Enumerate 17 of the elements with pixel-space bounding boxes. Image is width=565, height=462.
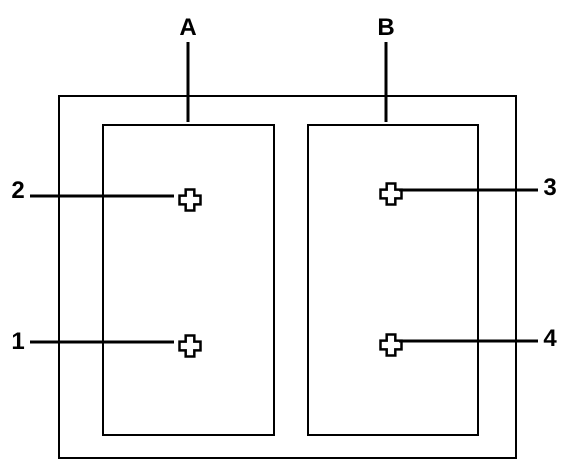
callout-label: 3 (538, 176, 562, 202)
callout-label: A (176, 16, 200, 42)
cross-mark (379, 182, 403, 206)
leader-line (30, 194, 174, 198)
callout-label: 1 (6, 330, 30, 356)
leader-line (186, 42, 190, 122)
leader-line (384, 42, 388, 122)
panel (307, 124, 479, 436)
callout-label: 4 (538, 327, 562, 353)
callout-label: B (374, 16, 398, 42)
cross-mark (178, 188, 202, 212)
leader-line (30, 340, 174, 344)
panel (102, 124, 275, 436)
callout-label: 2 (6, 179, 30, 205)
outer-frame (58, 95, 517, 459)
cross-mark (379, 333, 403, 357)
cross-mark (178, 334, 202, 358)
